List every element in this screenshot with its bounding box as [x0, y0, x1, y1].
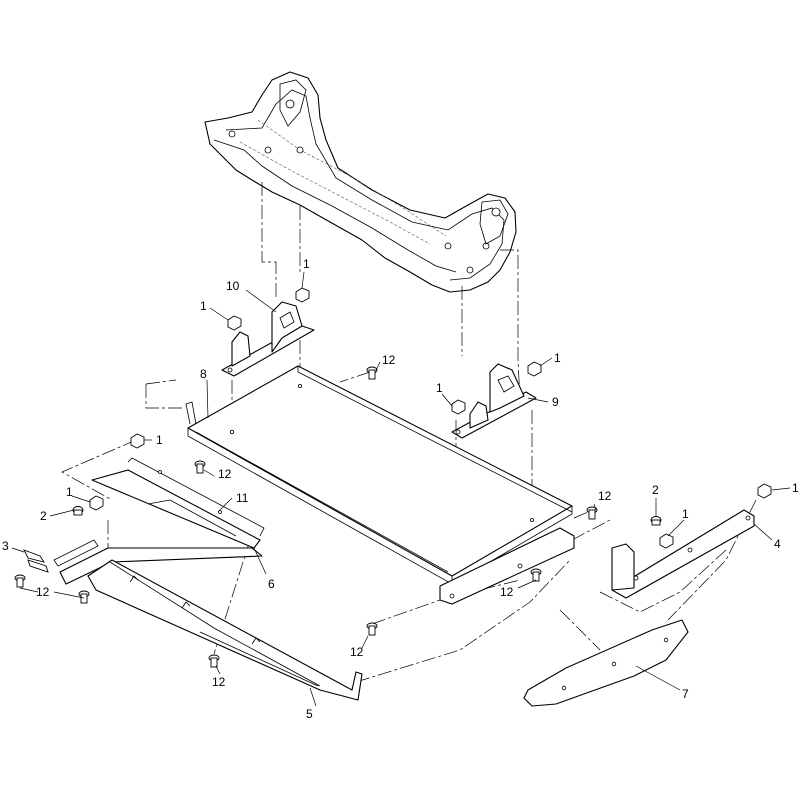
screw-lower	[366, 622, 378, 636]
nut-top	[295, 287, 310, 303]
nut-left-bracket	[227, 315, 242, 331]
callout-2-left: 2	[40, 509, 47, 523]
callout-12-lower: 12	[350, 645, 364, 659]
clip-3	[23, 549, 49, 573]
guard	[523, 619, 689, 707]
callout-12-left: 12	[36, 585, 50, 599]
frame-casting	[204, 71, 517, 293]
callout-1-right-bracket: 1	[436, 381, 443, 395]
screw-bottom	[208, 654, 220, 668]
screw-shield	[194, 460, 206, 474]
side-rail	[53, 539, 263, 585]
callout-12-lower-mid: 12	[500, 585, 514, 599]
washer-left	[72, 506, 84, 516]
hardware	[14, 287, 772, 668]
callout-12-plate: 12	[382, 353, 396, 367]
callout-6: 6	[268, 577, 275, 591]
callout-10: 10	[226, 279, 240, 293]
bracket-right	[451, 363, 537, 439]
nut-shield	[130, 433, 145, 449]
callout-8: 8	[200, 367, 207, 381]
screw-plate	[366, 366, 378, 380]
callout-1-left: 1	[66, 485, 73, 499]
nut-right-top	[527, 361, 542, 377]
callout-4: 4	[774, 537, 781, 551]
callout-1-left-bracket: 1	[200, 299, 207, 313]
screw-left-b	[78, 590, 90, 604]
callout-7: 7	[682, 687, 689, 701]
callout-1-right-nut: 1	[554, 351, 561, 365]
callout-9: 9	[552, 395, 559, 409]
callout-12-bottom: 12	[212, 675, 226, 689]
callout-11: 11	[236, 491, 249, 505]
nut-right-mid	[659, 533, 674, 549]
floor-extension-right	[439, 527, 575, 605]
strip	[91, 457, 265, 549]
screw-left-a	[14, 574, 26, 588]
callout-3: 3	[2, 539, 9, 553]
bracket-left	[221, 301, 315, 377]
bracket-side-right	[611, 509, 755, 599]
nut-left	[89, 495, 104, 511]
front-shield	[87, 559, 363, 701]
callout-1-right-mid: 1	[682, 507, 689, 521]
nut-right-bracket	[451, 399, 466, 415]
screw-mid-right	[586, 506, 598, 520]
callout-5: 5	[306, 707, 313, 721]
callouts: 1 1 10 8 12 1 1 9 1 12 11 1 2 3 12 6 12 …	[2, 257, 799, 721]
nut-far-right	[757, 483, 772, 499]
callout-12-mid-right: 12	[598, 489, 612, 503]
leader-lines	[11, 271, 791, 707]
washer-right	[650, 516, 662, 526]
callout-1-shield: 1	[156, 433, 163, 447]
screw-lower-mid	[530, 568, 542, 582]
callout-1-far-right: 1	[792, 481, 799, 495]
callout-1-top: 1	[303, 257, 310, 271]
callout-2-right: 2	[652, 483, 659, 497]
callout-12-shield: 12	[218, 467, 232, 481]
